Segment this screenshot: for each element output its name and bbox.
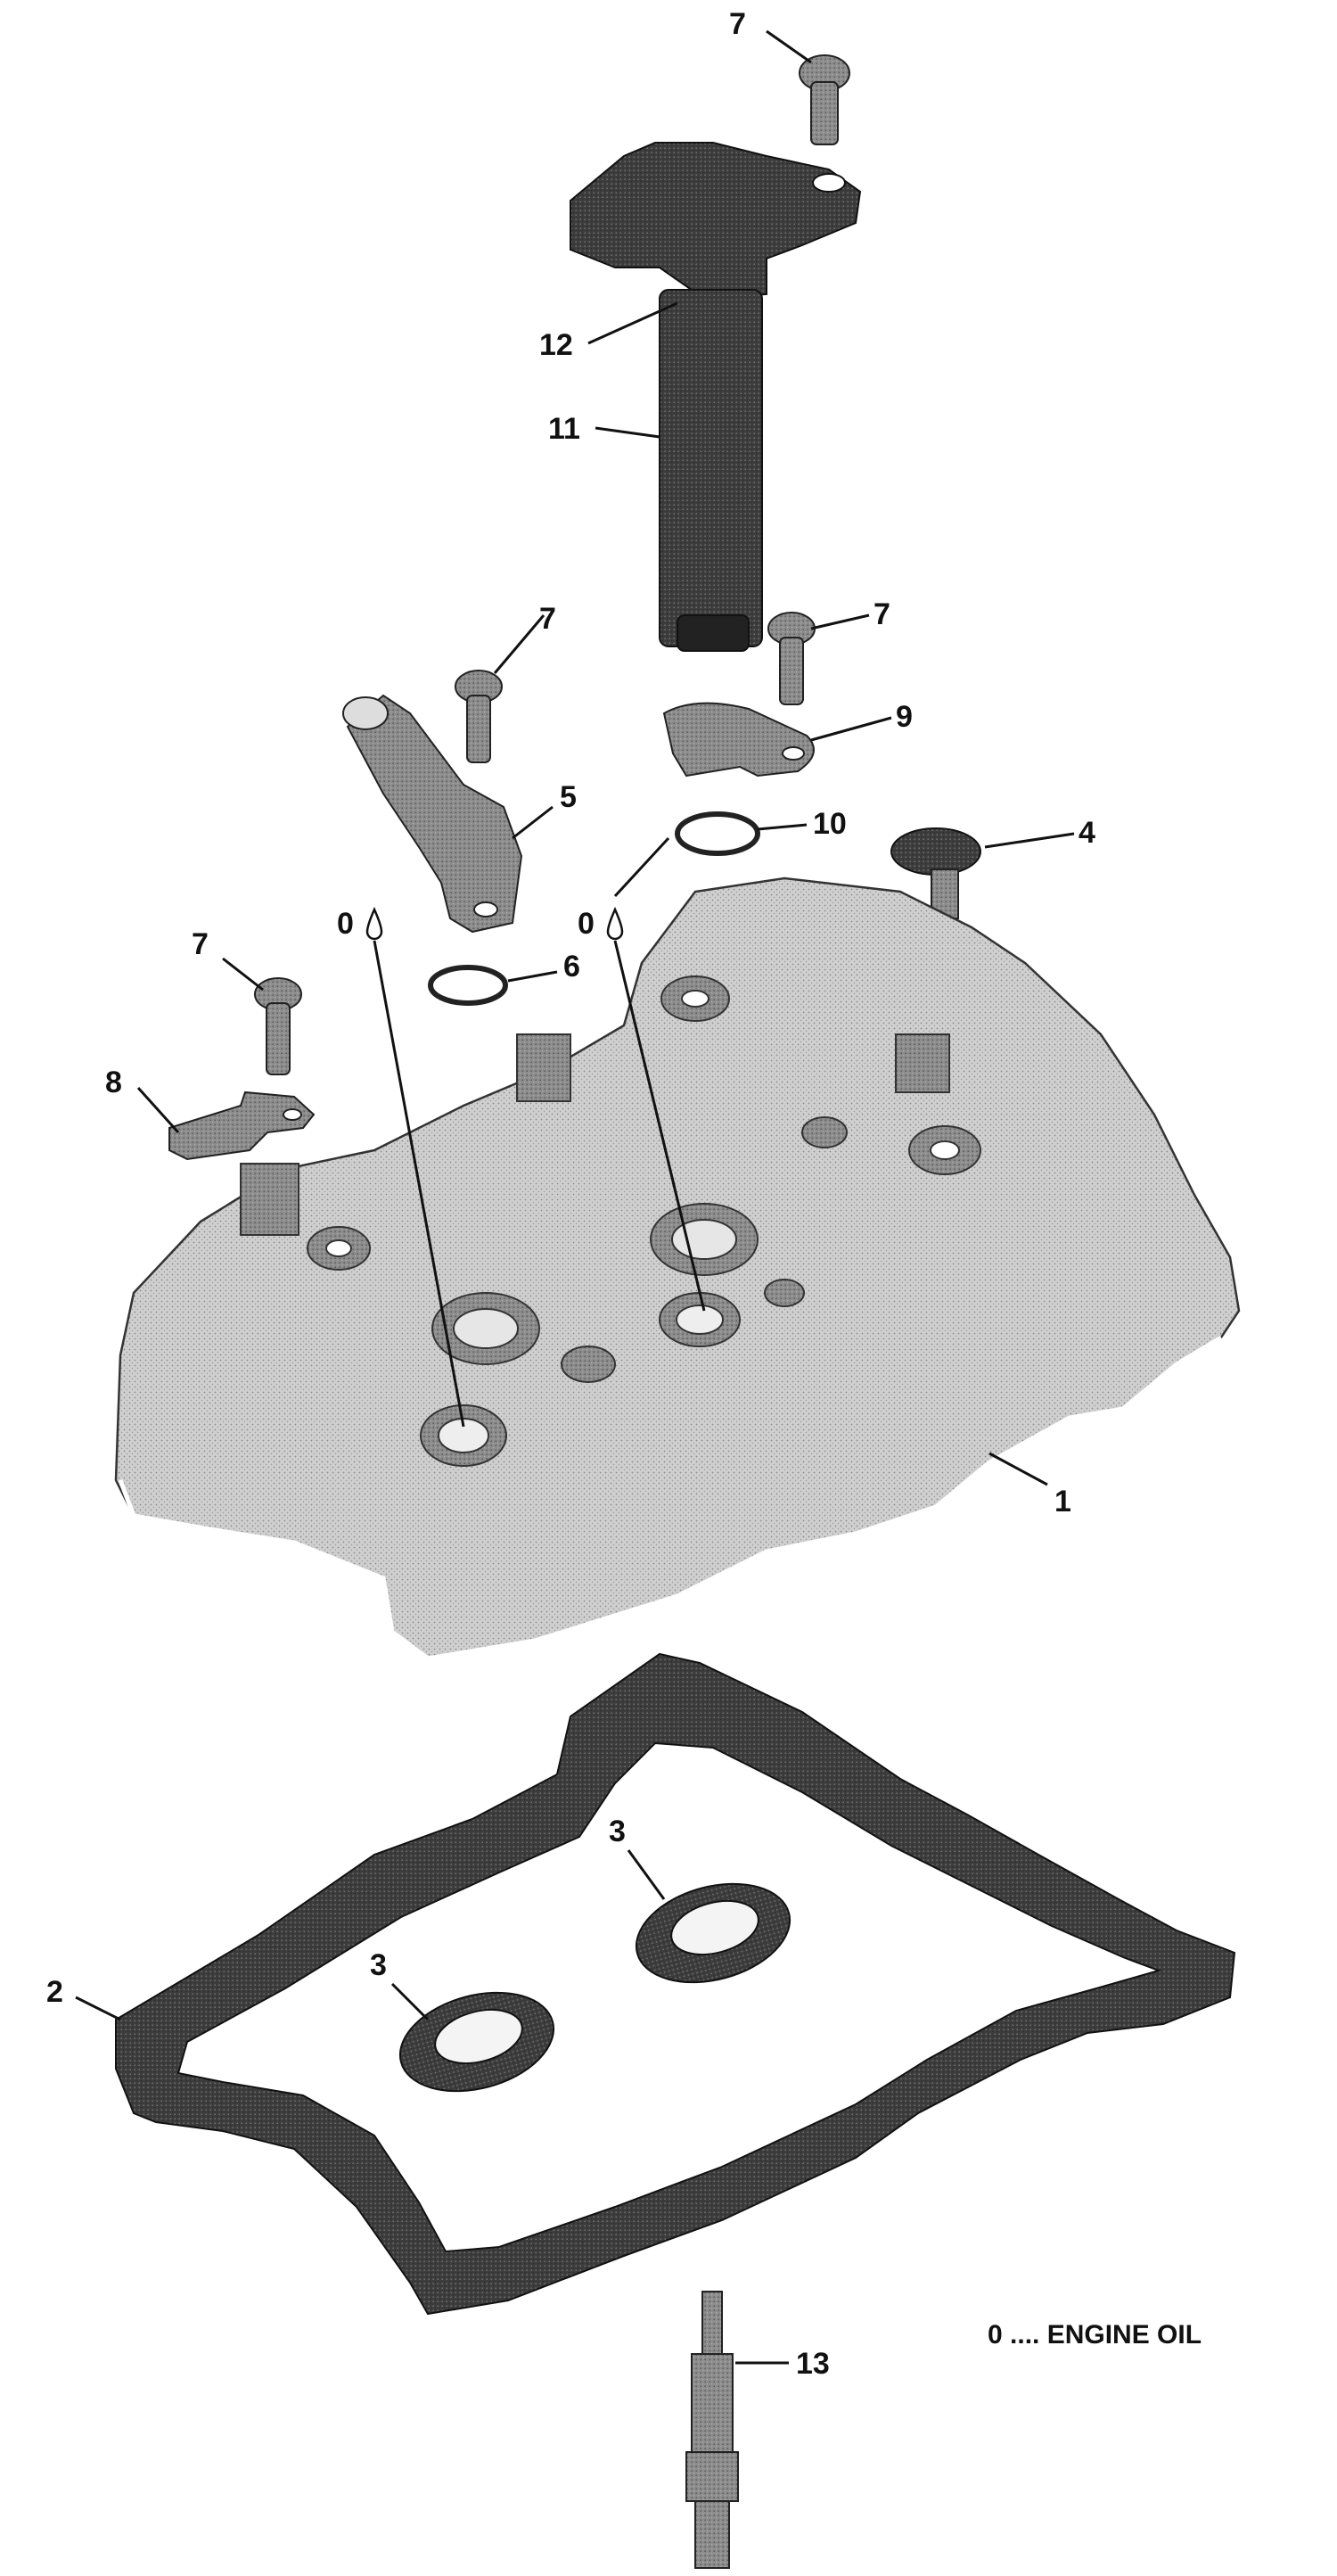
callout-10: 10 [813,807,847,841]
screw-mid-left [455,670,503,763]
screw-top [799,54,850,145]
o-ring-10 [675,811,760,856]
callout-1: 1 [1054,1485,1071,1518]
callout-3-upper: 3 [609,1815,626,1848]
screw-left [254,977,302,1075]
seal-upper [635,1882,792,1984]
o-ring-6 [428,965,508,1006]
ignition-coil [570,142,862,652]
oil-marker-left: 0 [337,907,354,941]
elbow-fitting [342,694,523,934]
leader-lines [75,29,1075,2365]
callout-2: 2 [46,1975,63,2009]
callout-13: 13 [796,2347,830,2381]
bracket-8 [168,1090,316,1161]
callout-5: 5 [560,780,577,814]
callout-12: 12 [539,328,573,362]
callout-9: 9 [896,700,913,734]
seal-lower [398,1991,555,2093]
callout-11: 11 [548,412,580,446]
callout-7-right: 7 [874,597,890,631]
spark-plug [685,2291,739,2569]
valve-cover-gasket [115,1652,1236,2316]
oil-drop-icon [365,906,383,941]
flange-cap [662,702,815,778]
screw-mid-right [767,612,816,705]
callout-3-lower: 3 [370,1948,387,1982]
callout-7-middle: 7 [539,602,556,636]
legend-engine-oil: 0 .... ENGINE OIL [988,2320,1202,2350]
oil-drop-icon [606,906,624,941]
callout-6: 6 [563,950,580,983]
callout-4: 4 [1079,816,1095,850]
callout-8: 8 [105,1066,122,1099]
callout-7-top: 7 [729,7,746,41]
callout-7-left: 7 [192,927,209,961]
oil-marker-right: 0 [578,907,595,941]
